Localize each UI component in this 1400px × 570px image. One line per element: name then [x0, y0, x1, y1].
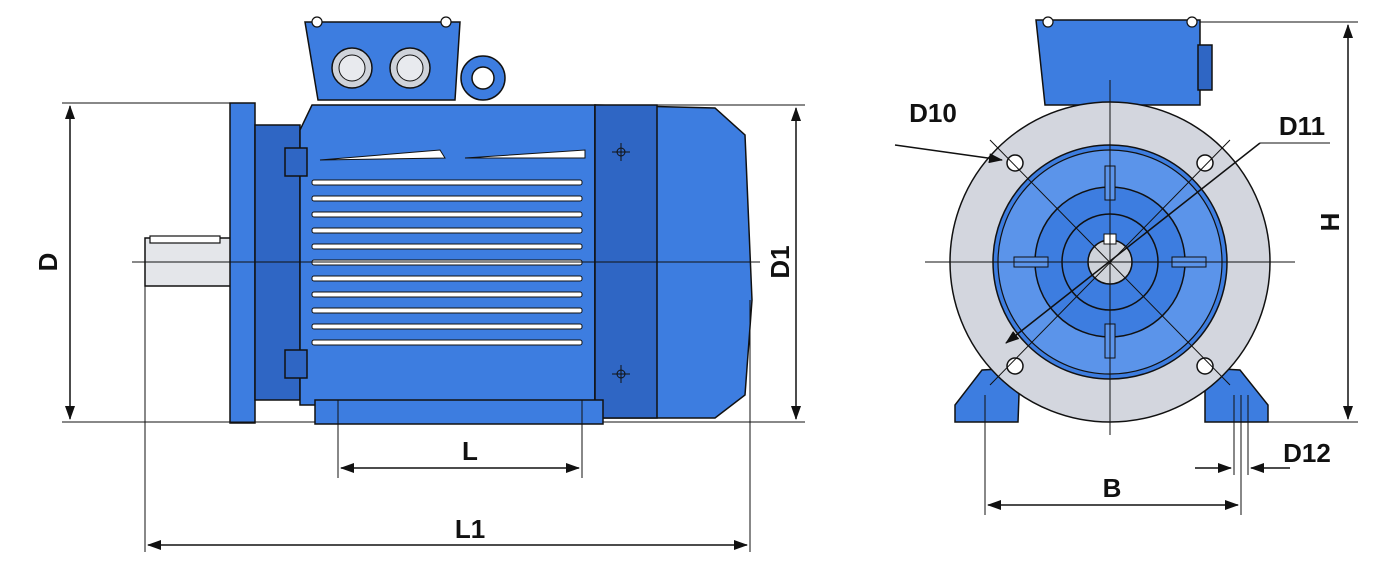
- label-l: L: [462, 436, 478, 466]
- motor-frame: [299, 104, 596, 406]
- label-l1: L1: [455, 514, 485, 544]
- label-h: H: [1315, 213, 1345, 232]
- cooling-fins: [311, 149, 586, 346]
- terminal-box: [304, 21, 461, 101]
- terminal-box-front: [1035, 19, 1201, 106]
- shaft-key: [149, 235, 221, 244]
- label-d1: D1: [765, 245, 795, 278]
- label-b: B: [1103, 473, 1122, 503]
- side-view: D D1 L L1: [33, 16, 805, 552]
- front-view: D10 D11 H D12 B: [894, 16, 1358, 515]
- label-d12: D12: [1283, 438, 1331, 468]
- mounting-foot: [314, 399, 604, 425]
- label-d10: D10: [909, 98, 957, 128]
- label-d: D: [33, 253, 63, 272]
- label-d11: D11: [1279, 111, 1325, 141]
- flange: [229, 102, 256, 424]
